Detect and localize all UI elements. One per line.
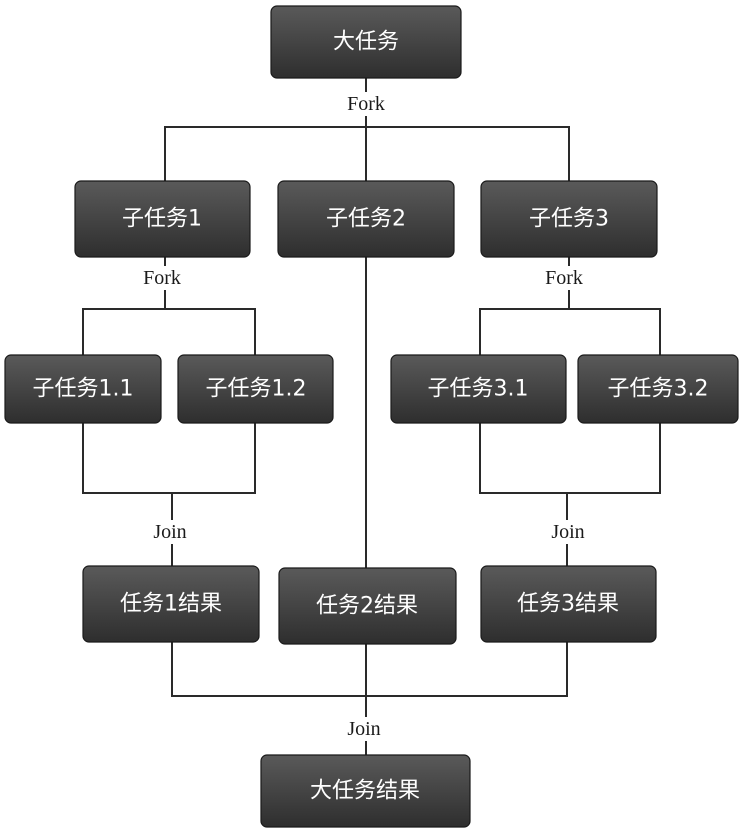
- node-subtask-3: 子任务3: [480, 180, 658, 258]
- node-result-3: 任务3结果: [480, 565, 657, 643]
- node-subtask-3-1: 子任务3.1: [390, 354, 567, 424]
- node-label: 任务2结果: [316, 594, 418, 619]
- node-label: 子任务3.1: [428, 377, 529, 402]
- fork-label-subtask-3: Fork: [545, 267, 583, 289]
- node-subtask-1: 子任务1: [74, 180, 251, 258]
- node-label: 子任务3.2: [608, 377, 709, 402]
- fork-label-subtask-1: Fork: [143, 267, 181, 289]
- connectors: [82, 77, 661, 756]
- node-label: 大任务结果: [310, 779, 420, 804]
- node-big-task: 大任务: [270, 5, 462, 79]
- node-subtask-1-1: 子任务1.1: [4, 354, 162, 424]
- node-label: 子任务1.2: [206, 377, 307, 402]
- node-subtask-1-2: 子任务1.2: [177, 354, 334, 424]
- join-label-subtask-3: Join: [551, 521, 584, 543]
- node-subtask-2: 子任务2: [277, 180, 455, 258]
- node-label: 子任务2: [326, 207, 406, 232]
- node-result-2: 任务2结果: [278, 567, 457, 645]
- node-label: 子任务3: [529, 207, 609, 232]
- join-label-subtask-1: Join: [153, 521, 186, 543]
- fork-label-top: Fork: [347, 93, 385, 115]
- node-subtask-3-2: 子任务3.2: [577, 354, 739, 424]
- node-label: 子任务1.1: [33, 377, 134, 402]
- node-label: 任务1结果: [120, 592, 222, 617]
- join-label-bottom: Join: [347, 718, 380, 740]
- nodes: 大任务 子任务1 子任务2 子任务3 子任务1.1 子任务1.2 子任务3.1: [4, 5, 739, 828]
- edge-labels: Fork Fork Fork Join Join Join: [137, 92, 594, 741]
- node-big-result: 大任务结果: [260, 754, 471, 828]
- node-label: 子任务1: [122, 207, 202, 232]
- node-label: 任务3结果: [517, 592, 619, 617]
- node-result-1: 任务1结果: [82, 565, 260, 643]
- node-label: 大任务: [333, 30, 399, 55]
